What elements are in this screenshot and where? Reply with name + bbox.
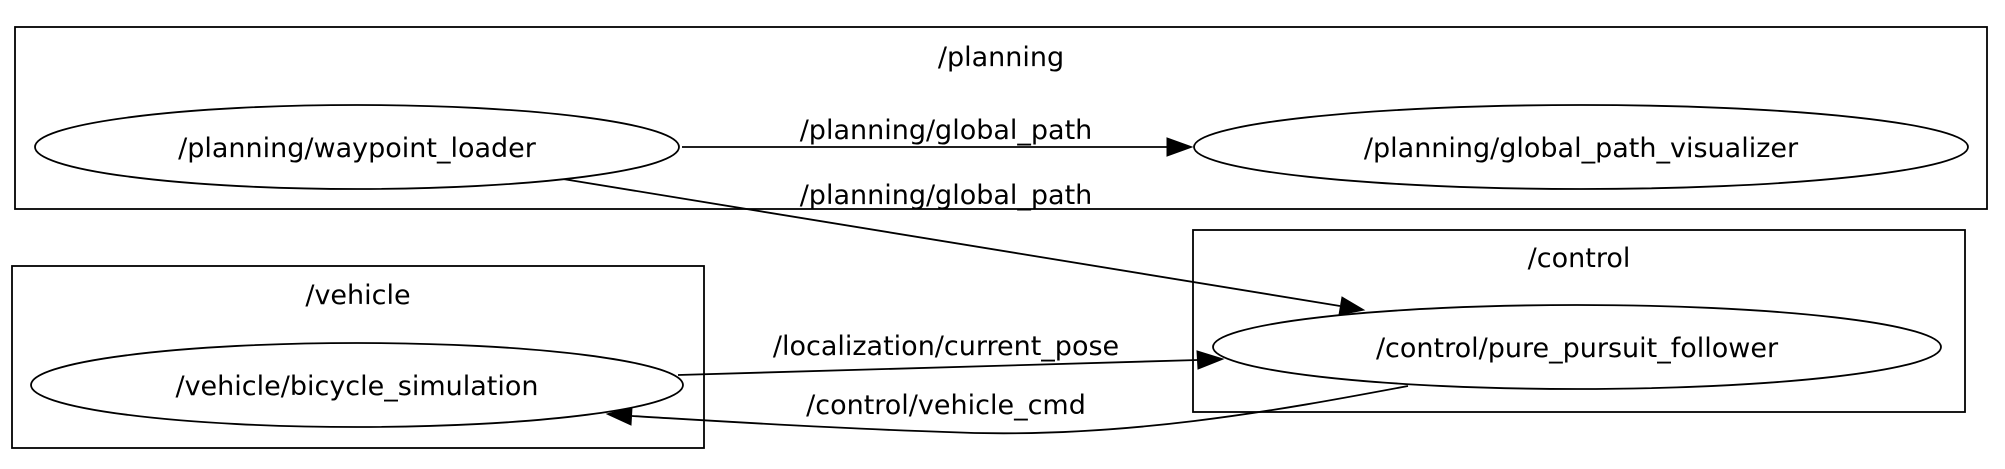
- node-ellipse[interactable]: [30, 342, 684, 428]
- node-label: /planning/global_path_visualizer: [1364, 133, 1799, 164]
- edge-line: [631, 385, 1409, 435]
- node-waypoint-loader[interactable]: /planning/waypoint_loader: [34, 104, 680, 190]
- edge-waypoint-to-visualizer: /planning/global_path: [682, 115, 1194, 157]
- cluster-control: /control: [1192, 229, 1966, 413]
- node-label: /control/pure_pursuit_follower: [1376, 333, 1779, 364]
- edge-simulation-to-follower: /localization/current_pose: [677, 331, 1225, 376]
- node-label: /planning/waypoint_loader: [178, 133, 537, 164]
- cluster-planning: /planning: [14, 26, 1988, 210]
- edge-waypoint-to-follower: /planning/global_path: [562, 178, 1366, 316]
- arrow-head: [1196, 350, 1225, 370]
- node-label: /vehicle/bicycle_simulation: [175, 371, 538, 402]
- cluster-control-label: /control: [1528, 243, 1631, 274]
- node-ellipse[interactable]: [1193, 104, 1969, 190]
- cluster-control-box: [1192, 229, 1966, 413]
- edge-line: [562, 178, 1341, 307]
- edge-label-global-path-1: /planning/global_path: [800, 115, 1093, 146]
- cluster-planning-box: [14, 26, 1988, 210]
- node-ellipse[interactable]: [34, 104, 680, 190]
- cluster-vehicle-box: [11, 265, 705, 449]
- node-bicycle-simulation[interactable]: /vehicle/bicycle_simulation: [30, 342, 684, 428]
- node-global-path-visualizer[interactable]: /planning/global_path_visualizer: [1193, 104, 1969, 190]
- edge-line: [677, 359, 1199, 376]
- cluster-vehicle-label: /vehicle: [305, 280, 410, 311]
- arrow-head: [1166, 137, 1194, 157]
- cluster-planning-label: /planning: [938, 42, 1064, 73]
- node-ellipse[interactable]: [1212, 304, 1942, 390]
- edge-follower-to-simulation: /control/vehicle_cmd: [605, 385, 1409, 435]
- arrow-head: [1338, 296, 1366, 316]
- edge-label-vehicle-cmd: /control/vehicle_cmd: [806, 390, 1086, 421]
- cluster-vehicle: /vehicle: [11, 265, 705, 449]
- node-pure-pursuit-follower[interactable]: /control/pure_pursuit_follower: [1212, 304, 1942, 390]
- edge-label-global-path-2: /planning/global_path: [800, 180, 1093, 211]
- edge-label-current-pose: /localization/current_pose: [773, 331, 1119, 362]
